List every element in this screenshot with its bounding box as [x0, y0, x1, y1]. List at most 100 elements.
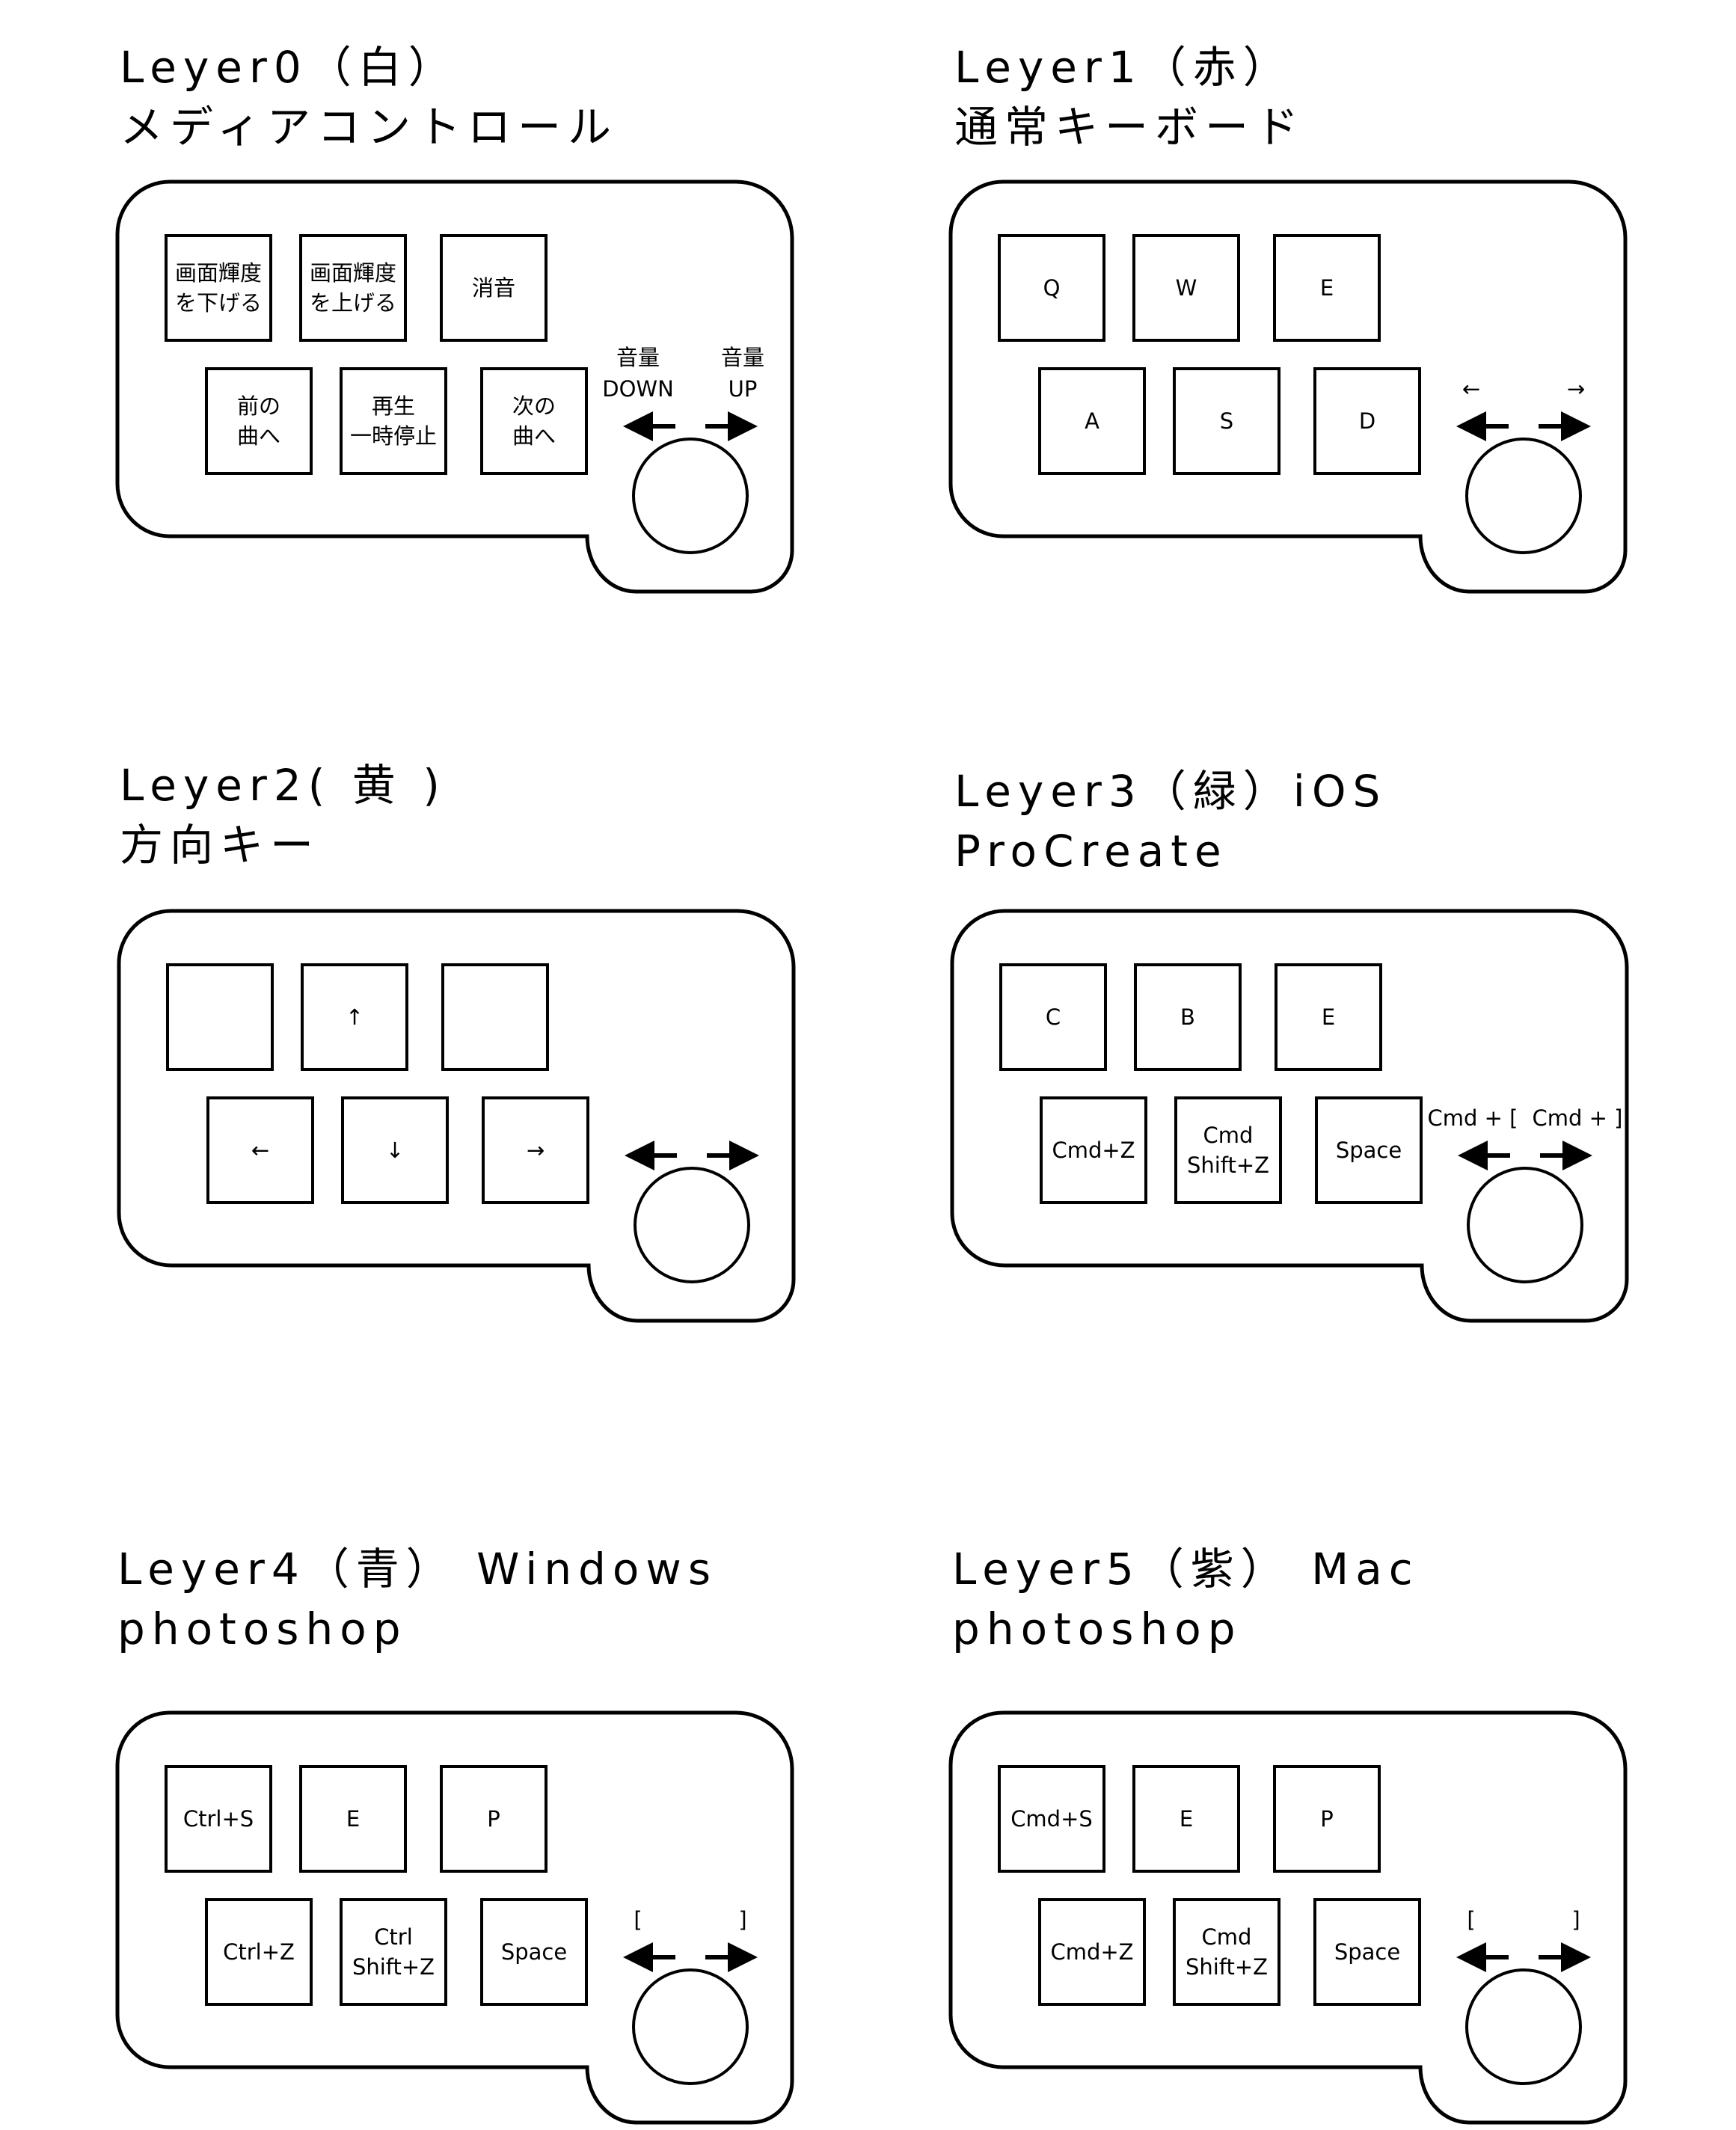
- key-box[interactable]: [480, 367, 588, 475]
- arrow-right-icon: [1561, 411, 1591, 441]
- key-2[interactable]: [441, 963, 549, 1071]
- key-box[interactable]: [341, 1096, 449, 1204]
- rotary-dial-knob[interactable]: [1465, 438, 1582, 554]
- key-box[interactable]: [1132, 234, 1240, 342]
- key-box[interactable]: [299, 1765, 407, 1873]
- key-5[interactable]: →: [482, 1096, 589, 1204]
- key-3[interactable]: A: [1038, 367, 1146, 475]
- key-label: 再生: [372, 393, 415, 419]
- key-box[interactable]: [1273, 1765, 1381, 1873]
- key-box[interactable]: [998, 1765, 1105, 1873]
- key-box[interactable]: [999, 963, 1107, 1071]
- key-0[interactable]: C: [999, 963, 1107, 1071]
- rotary-dial-knob[interactable]: [1465, 1968, 1582, 2085]
- key-label: Cmd+S: [1010, 1806, 1093, 1832]
- key-box[interactable]: [205, 367, 313, 475]
- dial-left-label: ←: [1462, 376, 1480, 402]
- dial-left-label: [: [634, 1907, 642, 1933]
- key-box[interactable]: [1275, 963, 1382, 1071]
- key-label: 画面輝度: [310, 260, 396, 286]
- key-box[interactable]: [1313, 1898, 1421, 2006]
- key-box[interactable]: [166, 963, 274, 1071]
- arrow-right-icon: [728, 1942, 758, 1972]
- dial-right-label: Cmd + ]: [1533, 1105, 1623, 1131]
- rotary-dial-knob[interactable]: [634, 1167, 750, 1283]
- key-box[interactable]: [440, 234, 548, 342]
- key-0[interactable]: Cmd+S: [998, 1765, 1105, 1873]
- key-label: 曲へ: [512, 423, 556, 449]
- key-box[interactable]: [206, 1096, 314, 1204]
- key-box[interactable]: [1313, 367, 1421, 475]
- key-2[interactable]: E: [1273, 234, 1381, 342]
- key-5[interactable]: D: [1313, 367, 1421, 475]
- key-2[interactable]: 消音: [440, 234, 548, 342]
- key-box[interactable]: [482, 1096, 589, 1204]
- rotary-dial-knob[interactable]: [632, 1968, 749, 2085]
- key-label: Cmd+Z: [1050, 1939, 1133, 1965]
- key-box[interactable]: [998, 234, 1105, 342]
- key-1[interactable]: E: [299, 1765, 407, 1873]
- key-1[interactable]: ↑: [301, 963, 408, 1071]
- key-0[interactable]: Ctrl+S: [165, 1765, 272, 1873]
- key-box[interactable]: [1134, 963, 1242, 1071]
- key-label: 消音: [472, 275, 515, 301]
- key-label: Cmd+Z: [1052, 1138, 1135, 1163]
- key-0[interactable]: [166, 963, 274, 1071]
- key-3[interactable]: Ctrl+Z: [205, 1898, 313, 2006]
- key-box[interactable]: [1273, 234, 1381, 342]
- key-box[interactable]: [299, 234, 407, 342]
- device-outline: [115, 1710, 794, 2125]
- key-5[interactable]: Space: [1313, 1898, 1421, 2006]
- key-1[interactable]: E: [1132, 1765, 1240, 1873]
- key-box[interactable]: [340, 1898, 447, 2006]
- key-5[interactable]: Space: [480, 1898, 588, 2006]
- key-4[interactable]: S: [1173, 367, 1280, 475]
- key-box[interactable]: [441, 963, 549, 1071]
- key-box[interactable]: [1174, 1096, 1282, 1204]
- key-4[interactable]: ↓: [341, 1096, 449, 1204]
- arrow-left-icon: [623, 411, 653, 441]
- key-box[interactable]: [205, 1898, 313, 2006]
- key-box[interactable]: [1040, 1096, 1147, 1204]
- key-box[interactable]: [480, 1898, 588, 2006]
- arrow-right-icon: [729, 1141, 759, 1170]
- key-1[interactable]: B: [1134, 963, 1242, 1071]
- key-3[interactable]: Cmd+Z: [1040, 1096, 1147, 1204]
- dial-right-label: 音量: [721, 345, 764, 370]
- key-box[interactable]: [1173, 1898, 1280, 2006]
- rotary-dial-knob[interactable]: [632, 438, 749, 554]
- key-2[interactable]: P: [440, 1765, 548, 1873]
- key-5[interactable]: Space: [1315, 1096, 1423, 1204]
- layer-subtitle: 通常キーボード: [954, 102, 1305, 153]
- key-box[interactable]: [165, 1765, 272, 1873]
- key-box[interactable]: [1038, 1898, 1146, 2006]
- key-box[interactable]: [1173, 367, 1280, 475]
- key-0[interactable]: Q: [998, 234, 1105, 342]
- key-box[interactable]: [301, 963, 408, 1071]
- key-label: ↓: [386, 1138, 404, 1163]
- key-box[interactable]: [165, 234, 272, 342]
- key-label: D: [1359, 408, 1375, 434]
- key-box[interactable]: [340, 367, 447, 475]
- layer-subtitle: ProCreate: [954, 826, 1228, 877]
- key-2[interactable]: E: [1275, 963, 1382, 1071]
- key-2[interactable]: P: [1273, 1765, 1381, 1873]
- dial-left-label: 音量: [616, 345, 660, 370]
- key-3[interactable]: ←: [206, 1096, 314, 1204]
- key-1[interactable]: W: [1132, 234, 1240, 342]
- key-3[interactable]: Cmd+Z: [1038, 1898, 1146, 2006]
- key-box[interactable]: [440, 1765, 548, 1873]
- key-box[interactable]: [1315, 1096, 1423, 1204]
- key-box[interactable]: [1132, 1765, 1240, 1873]
- key-box[interactable]: [1038, 367, 1146, 475]
- rotary-dial-knob[interactable]: [1467, 1167, 1583, 1283]
